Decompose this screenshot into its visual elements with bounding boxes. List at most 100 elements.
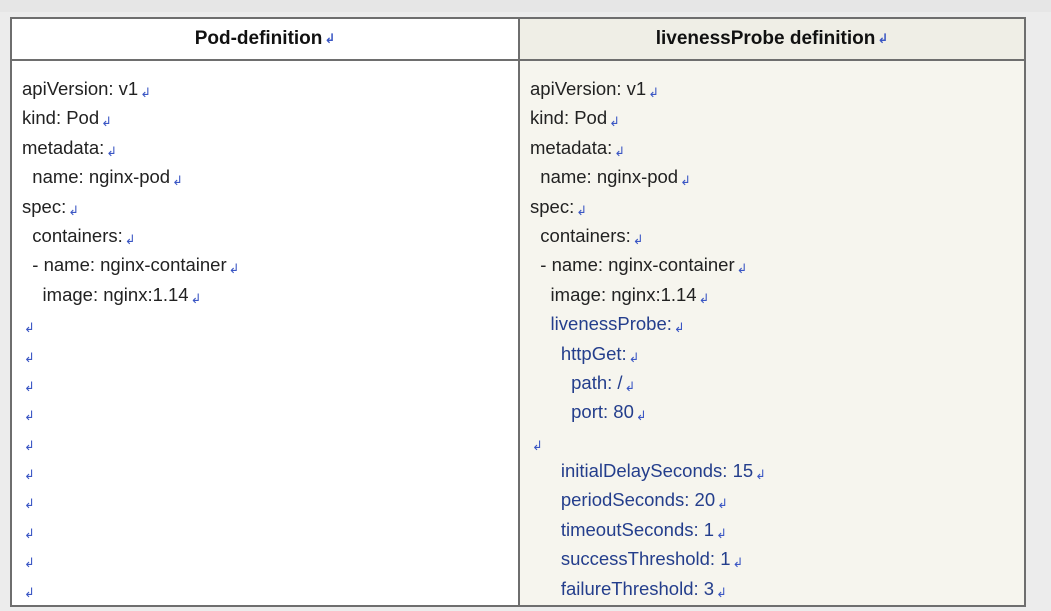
return-mark: ↲ [532,437,543,453]
return-mark: ↲ [736,261,748,277]
return-mark: ↲ [24,525,35,541]
code-line-text: initialDelaySeconds: 15 [530,460,754,482]
pod-definition-code: apiVersion: v1↲kind: Pod↲metadata:↲ name… [22,74,512,603]
code-line-text: apiVersion: v1 [530,78,647,99]
code-line: kind: Pod↲ [22,103,512,132]
return-mark: ↲ [24,555,35,571]
return-mark: ↲ [124,231,136,247]
code-line: - name: nginx-container↲ [530,250,1018,279]
return-mark: ↲ [172,173,183,189]
code-line-text: apiVersion: v1 [22,78,139,99]
code-line: ↲ [22,515,512,544]
code-line: ↲ [22,485,512,514]
return-mark: ↲ [24,584,35,600]
return-mark: ↲ [716,525,727,541]
code-line-text: spec: [22,195,67,217]
return-mark: ↲ [101,114,113,130]
code-line: ↲ [530,427,1018,456]
code-line: port: 80↲ [530,397,1018,426]
code-line: containers:↲ [530,221,1018,250]
code-line-text: kind: Pod [530,107,608,129]
return-mark: ↲ [324,31,336,46]
code-line: apiVersion: v1↲ [22,74,512,103]
return-mark: ↲ [24,496,35,512]
code-line: kind: Pod↲ [530,103,1018,132]
code-line: ↲ [22,368,512,397]
code-line-text: image: nginx:1.14 [22,283,189,305]
return-mark: ↲ [609,114,621,130]
header-liveness-probe-definition: livenessProbe definition↲ [520,19,1024,61]
return-mark: ↲ [24,378,35,394]
comparison-table: Pod-definition↲ livenessProbe definition… [10,17,1026,607]
code-line-text: - name: nginx-container [22,254,227,276]
header-pod-definition: Pod-definition↲ [12,19,520,61]
code-line-text: name: nginx-pod [530,166,679,188]
code-line: ↲ [22,309,512,338]
return-mark: ↲ [614,143,626,159]
return-mark: ↲ [24,349,35,365]
code-line: timeoutSeconds: 1↲ [530,515,1018,544]
return-mark: ↲ [635,408,647,424]
return-mark: ↲ [576,202,588,218]
return-mark: ↲ [680,173,691,189]
code-line-text: - name: nginx-container [530,254,735,276]
code-line: image: nginx:1.14↲ [22,280,512,309]
header-liveness-probe-definition-label: livenessProbe definition [655,28,876,49]
pod-definition-code-cell: apiVersion: v1↲kind: Pod↲metadata:↲ name… [12,61,520,605]
code-line: name: nginx-pod↲ [530,162,1018,191]
return-mark: ↲ [24,437,35,453]
return-mark: ↲ [648,85,660,100]
code-line-text: name: nginx-pod [22,166,171,188]
return-mark: ↲ [632,231,644,247]
code-line: metadata:↲ [22,133,512,162]
header-pod-definition-label: Pod-definition [194,28,323,49]
code-line: spec:↲ [530,192,1018,221]
return-mark: ↲ [24,320,35,336]
return-mark: ↲ [716,584,727,600]
code-line: httpGet:↲ [530,339,1018,368]
code-line-text: periodSeconds: 20 [530,489,716,511]
code-line: containers:↲ [22,221,512,250]
return-mark: ↲ [140,85,152,100]
code-line: ↲ [22,339,512,368]
code-line: name: nginx-pod↲ [22,162,512,191]
code-line: periodSeconds: 20↲ [530,485,1018,514]
return-mark: ↲ [190,290,202,306]
code-line-text: kind: Pod [22,107,100,129]
code-line: apiVersion: v1↲ [530,74,1018,103]
code-line: image: nginx:1.14↲ [530,280,1018,309]
code-line: metadata:↲ [530,133,1018,162]
code-line-text: httpGet: [530,342,627,364]
code-line-text: metadata: [22,136,105,158]
code-line: ↲ [22,456,512,485]
liveness-probe-code: apiVersion: v1↲kind: Pod↲metadata:↲ name… [530,74,1018,603]
code-line-text: path: / [530,371,623,393]
return-mark: ↲ [228,261,240,277]
return-mark: ↲ [755,467,767,483]
code-line: path: /↲ [530,368,1018,397]
code-line-text: timeoutSeconds: 1 [530,518,715,540]
code-line-text: failureThreshold: 3 [530,577,715,599]
code-line-text: livenessProbe: [530,313,672,335]
code-line: ↲ [22,427,512,456]
code-line-text: containers: [22,224,123,246]
return-mark: ↲ [106,143,118,159]
code-line: ↲ [22,397,512,426]
code-line-text: successThreshold: 1 [530,548,731,570]
code-line-text: metadata: [530,136,613,158]
return-mark: ↲ [24,467,35,483]
return-mark: ↲ [732,555,744,571]
code-line: spec:↲ [22,192,512,221]
code-line: livenessProbe:↲ [530,309,1018,338]
code-line-text: port: 80 [530,401,634,423]
return-mark: ↲ [68,202,80,218]
code-line: failureThreshold: 3↲ [530,574,1018,603]
code-line-text: containers: [530,224,631,246]
return-mark: ↲ [673,320,685,336]
liveness-probe-code-cell: apiVersion: v1↲kind: Pod↲metadata:↲ name… [520,61,1024,605]
return-mark: ↲ [24,408,35,424]
code-line: ↲ [22,574,512,603]
code-line: - name: nginx-container↲ [22,250,512,279]
code-line: initialDelaySeconds: 15↲ [530,456,1018,485]
return-mark: ↲ [628,349,640,365]
